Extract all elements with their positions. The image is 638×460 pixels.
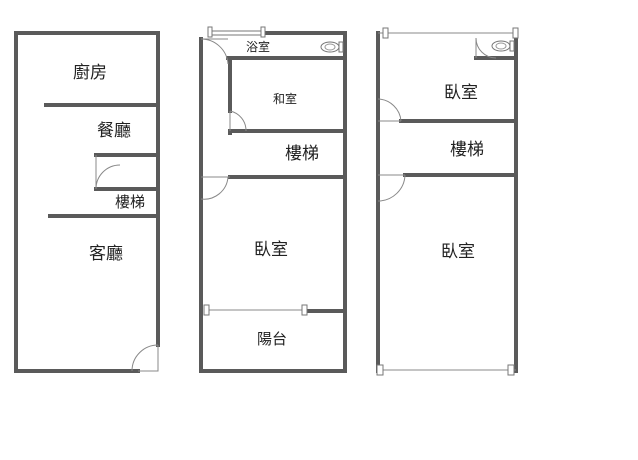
floor-3-bedroom-main-label: 臥室 <box>441 242 475 262</box>
floor-2-stairs-label: 樓梯 <box>285 144 319 164</box>
floor-1-stairs-label: 樓梯 <box>115 193 145 211</box>
floor-2-window-post-right <box>260 26 266 38</box>
floor-2-balcony-label: 陽台 <box>257 330 287 348</box>
floor-2-bath-door <box>200 38 229 65</box>
floor-3-plan: 臥室 樓梯 臥室 <box>376 27 519 376</box>
floor-3-bedroom-door <box>377 98 402 122</box>
floor-3-outer-wall <box>376 31 518 373</box>
floor-2-top-window <box>207 30 265 36</box>
floor-3-top-post-right <box>512 27 519 39</box>
floor-1-dining-label: 餐廳 <box>97 121 131 141</box>
floor-3-bath-door <box>475 37 497 59</box>
floor-1-kitchen-label: 廚房 <box>73 62 107 83</box>
floor-3-bottom-post-right <box>507 364 515 376</box>
floor-1-living-label: 客廳 <box>89 244 123 264</box>
floor-2-plan: 浴室 和室 樓梯 臥室 陽台 <box>199 26 347 373</box>
floor-1-outer-wall <box>14 31 160 373</box>
floor-2-japanese-door <box>229 110 247 132</box>
floor-1-entry-door <box>131 344 159 372</box>
floor-3-bedroom-top-label: 臥室 <box>444 83 478 103</box>
floor-2-japanese-room-label: 和室 <box>273 91 297 106</box>
floor-3-stairs-label: 樓梯 <box>450 140 484 160</box>
floor-2-balcony-post-left <box>203 304 210 316</box>
floor-3-bottom-post-left <box>376 364 384 376</box>
floor-2-bedroom-label: 臥室 <box>254 240 288 260</box>
floor-2-bath-label: 浴室 <box>246 39 270 54</box>
floor-3-top-post-left <box>382 27 389 39</box>
floor-3-toilet-icon <box>491 40 515 52</box>
floor-2-outer-wall <box>199 31 347 373</box>
floor-2-balcony-post-right <box>301 304 308 316</box>
floor-1-plan: 廚房 餐廳 樓梯 客廳 <box>14 31 160 373</box>
floor-2-window-post-left <box>207 26 213 38</box>
floor-1-stair-door <box>95 155 121 190</box>
floor-2-bedroom-door <box>200 176 230 200</box>
floor-3-main-bedroom-door <box>377 174 406 202</box>
floor-2-toilet-icon <box>320 41 344 53</box>
